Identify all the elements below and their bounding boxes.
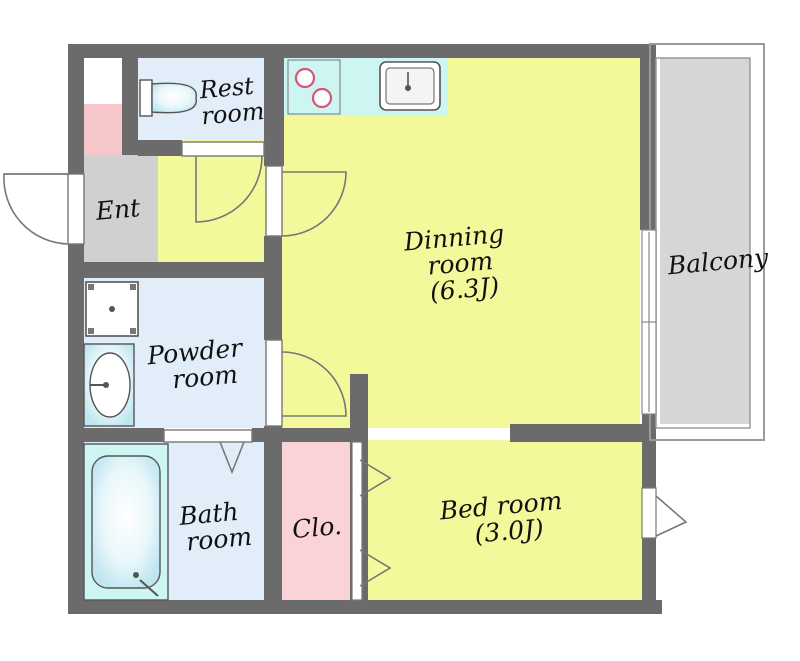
bath-tub [83, 443, 169, 601]
walls [68, 44, 662, 614]
closet-label: Clo. [291, 511, 343, 544]
rest-room-label-line2: room [200, 97, 265, 130]
bed-room-floor [360, 440, 642, 600]
balcony-railing [641, 43, 765, 441]
rest-room-door [181, 141, 265, 223]
bath-room-label-line1: Bath [177, 497, 240, 531]
entrance-label: Ent [94, 193, 143, 226]
powder-room-door [265, 339, 347, 427]
bath-room-label: Bath room [177, 497, 253, 557]
powder-room-label-line2: room [171, 360, 239, 395]
dining-room-label-line2: room [426, 246, 494, 281]
bed-room-window [641, 487, 688, 539]
powder-room-label: Powder room [145, 333, 245, 395]
balcony-floor [660, 58, 750, 424]
closet-folding-doors [351, 441, 392, 601]
kitchen-sink [379, 61, 441, 111]
bath-room-label-line2: room [185, 522, 253, 557]
bed-room-label-line2: (3.0J) [473, 514, 545, 549]
rest-room-label-line1: Rest [197, 72, 255, 105]
wash-basin [83, 343, 135, 427]
dining-room-label-line3: (6.3J) [429, 272, 501, 307]
dining-door [265, 165, 347, 237]
shoe-box [84, 104, 122, 155]
kitchen-stove [287, 59, 341, 115]
entrance-door [3, 173, 85, 245]
entrance-floor [84, 155, 158, 262]
closet-floor [282, 442, 352, 600]
hall-floor [158, 140, 282, 262]
bath-folding-door [163, 429, 253, 475]
toilet [139, 79, 197, 117]
washing-machine-pan [85, 281, 139, 337]
rest-room-label: Rest room [197, 72, 265, 131]
dining-room-floor [280, 58, 640, 428]
